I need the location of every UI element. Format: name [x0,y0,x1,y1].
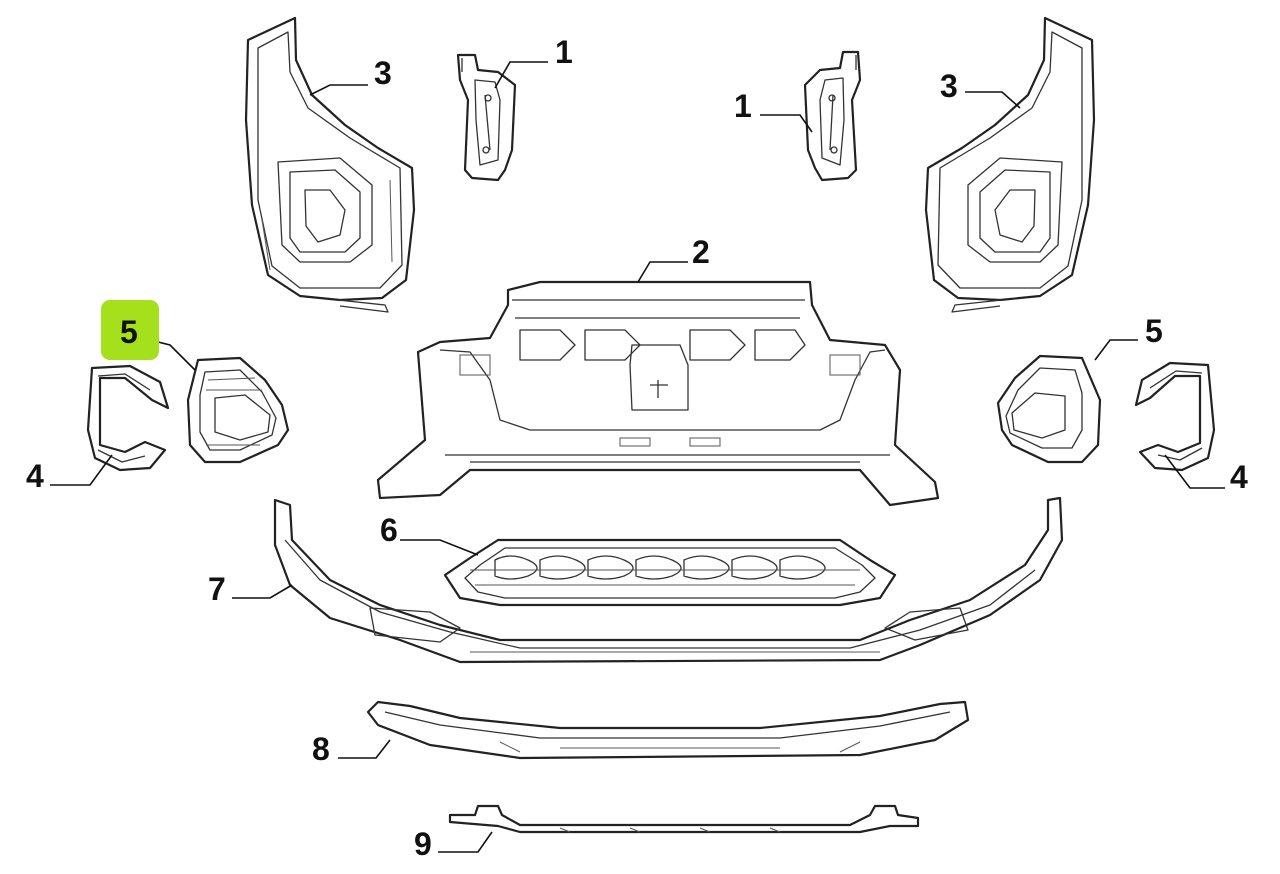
callout-bezel-left[interactable]: 4 [26,458,44,494]
bracket-right[interactable] [803,50,862,182]
callout-end-cap-right[interactable]: 3 [940,68,958,104]
fog-housing-right[interactable] [996,354,1102,464]
callout-reinforcement[interactable]: 2 [692,234,710,270]
leader-lines [50,61,1225,853]
callout-bracket-right[interactable]: 1 [734,88,752,124]
callout-lower-fascia[interactable]: 7 [208,571,226,607]
highlight-box [101,300,159,360]
bumper-reinforcement[interactable] [376,280,940,507]
lower-fascia[interactable] [273,496,1064,664]
callout-grille[interactable]: 6 [380,512,398,548]
callouts: 1 1 2 3 3 5 5 4 4 6 7 8 9 [26,34,1248,862]
callout-fog-housing-left[interactable]: 5 [120,314,138,350]
callout-skid-plate[interactable]: 8 [312,731,330,767]
bezel-right[interactable] [1134,361,1216,472]
skid-plate[interactable] [366,700,970,760]
grille[interactable] [443,538,897,607]
bezel-left[interactable] [86,364,170,472]
end-cap-left[interactable] [244,16,416,313]
callout-end-cap-left[interactable]: 3 [374,55,392,91]
fog-housing-left[interactable] [186,356,290,464]
callout-fog-housing-right[interactable]: 5 [1145,313,1163,349]
callout-bracket-left[interactable]: 1 [555,34,573,70]
end-cap-right[interactable] [924,16,1096,313]
lower-strip[interactable] [448,804,920,834]
callout-bezel-right[interactable]: 4 [1230,459,1248,495]
bracket-left[interactable] [456,53,517,182]
callout-lower-strip[interactable]: 9 [414,826,432,862]
